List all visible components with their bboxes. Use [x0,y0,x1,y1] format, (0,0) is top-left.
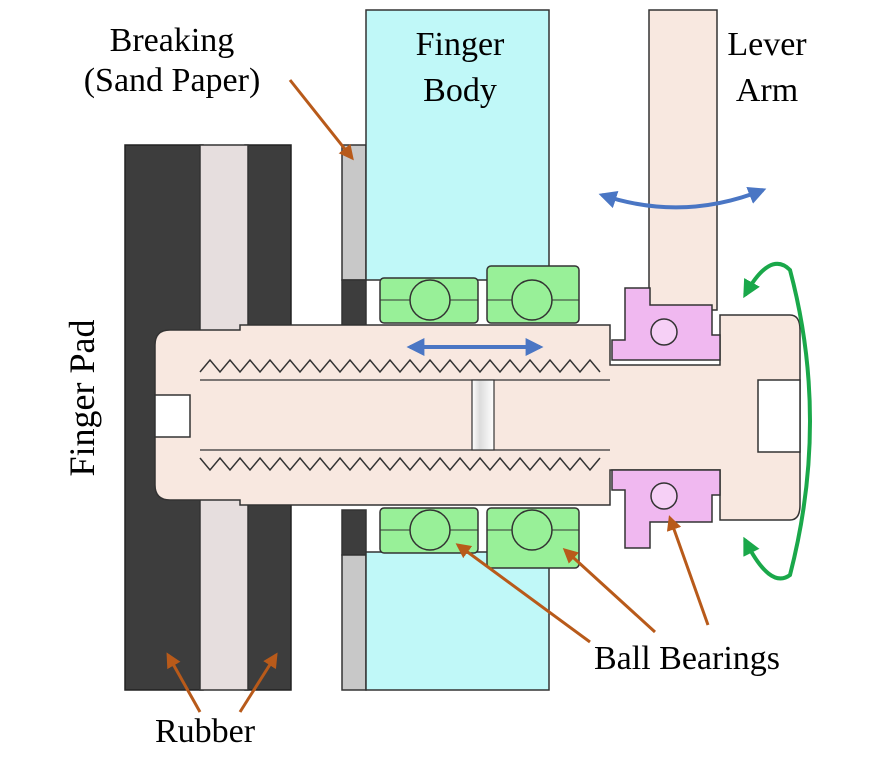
label-ball-bearings: Ball Bearings [594,640,781,677]
callout-arrow-bearing-2 [562,547,657,634]
callout-arrow-sandpaper [288,79,354,161]
sand-paper-upper [341,144,367,281]
label-lever-arm: Lever Arm [712,28,822,108]
callout-arrow-bearing-1 [455,543,591,644]
rotation-arrow [743,261,812,581]
shaft-bolt [154,314,801,521]
sand-paper-dark-lower [341,509,367,556]
label-lever-arm-line2: Arm [735,72,799,109]
label-finger-body-line1: Finger [415,26,505,63]
pink-bearing-bottom [611,469,721,549]
sand-paper-lower [341,554,367,691]
lever-arm [648,9,718,311]
label-lever-arm-line1: Lever [727,26,807,63]
ball-bearing-bottom [379,507,580,569]
callout-arrow-rubber-left [166,652,202,713]
finger-body-upper [365,9,550,281]
pink-bearing-top [611,287,721,361]
callout-arrow-bearing-3 [666,515,710,626]
label-rubber: Rubber [155,713,256,750]
ball-bearing-top [379,265,580,324]
callout-arrow-rubber-right [238,652,278,713]
label-finger-body-line2: Body [423,72,497,109]
finger-body-lower [365,551,550,691]
label-finger-pad: Finger Pad [62,319,102,477]
sand-paper-dark-upper [341,279,367,326]
label-finger-body: Finger Body [395,28,525,108]
label-breaking: Breaking (Sand Paper) [62,24,282,98]
lever-swing-arrow [598,186,767,210]
label-breaking-line1: Breaking [109,22,235,59]
label-breaking-line2: (Sand Paper) [83,62,261,99]
